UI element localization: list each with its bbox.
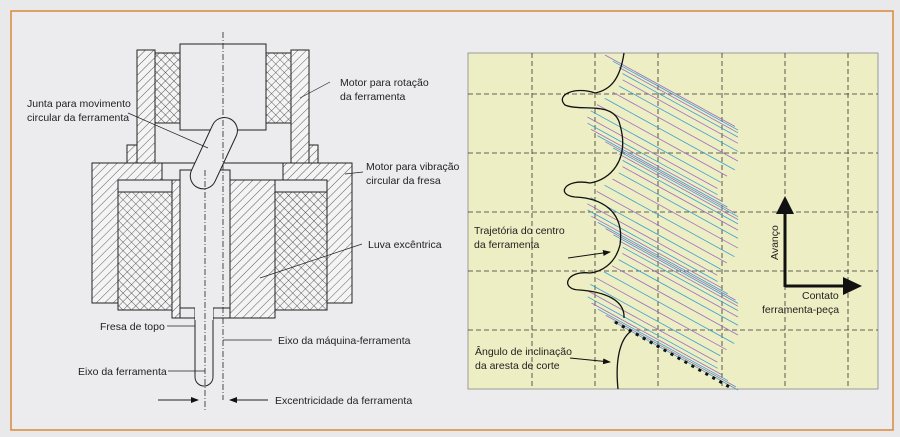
cutting-line xyxy=(605,315,737,388)
label-contato-2: ferramenta-peça xyxy=(762,304,839,316)
cutting-line xyxy=(587,296,718,369)
cutting-line xyxy=(613,234,739,304)
cutting-edge-dotted xyxy=(614,320,734,391)
spindle-cross-section xyxy=(91,32,364,410)
cutting-lines xyxy=(587,54,739,391)
label-motor-rotacao-2: da ferramenta xyxy=(340,91,406,103)
cutting-line xyxy=(612,147,739,218)
cutting-line xyxy=(604,271,735,344)
cutting-line xyxy=(604,98,736,171)
cutting-line xyxy=(596,104,728,177)
cutting-line xyxy=(597,135,728,208)
cutting-line xyxy=(596,277,727,351)
cutting-line xyxy=(597,222,728,295)
label-trajetoria-1: Trajetória do centro xyxy=(474,225,565,237)
cutting-line xyxy=(587,116,718,189)
cutting-line xyxy=(622,73,739,138)
cutting-line xyxy=(612,60,739,131)
label-junta-2: circular da ferramenta xyxy=(27,112,129,124)
cutting-line xyxy=(605,228,736,301)
joint-icon xyxy=(189,117,238,190)
cutting-line xyxy=(604,184,735,258)
cutting-line xyxy=(587,122,718,196)
cutting-line xyxy=(587,209,718,282)
cutting-line xyxy=(604,54,736,127)
cutting-line xyxy=(618,67,739,134)
label-avanco: Avanço xyxy=(769,225,781,260)
tool-center-trajectory xyxy=(561,52,625,319)
label-junta-1: Junta para movimento xyxy=(27,98,131,110)
label-trajetoria-2: da ferramenta xyxy=(474,239,540,251)
cutting-line xyxy=(597,308,729,382)
label-excentricidade: Excentricidade da ferramenta xyxy=(275,395,412,407)
label-luva: Luva excêntrica xyxy=(368,239,442,251)
cutting-line xyxy=(611,265,739,336)
cutting-line xyxy=(622,79,739,144)
cutting-line xyxy=(618,259,739,326)
cutting-line xyxy=(622,246,739,311)
cutting-line xyxy=(612,91,739,162)
cutting-line xyxy=(590,284,721,357)
cutting-line xyxy=(605,141,736,214)
label-angulo-2: da aresta de corte xyxy=(475,360,560,372)
label-contato-1: Contato xyxy=(802,290,839,302)
left-labels: Motor para rotação da ferramenta Junta p… xyxy=(27,77,460,407)
right-labels: Trajetória do centro da ferramenta Ângul… xyxy=(474,225,839,372)
cutting-line xyxy=(622,166,739,231)
label-fresa: Fresa de topo xyxy=(100,321,165,333)
cutting-line xyxy=(619,153,739,220)
cutting-line xyxy=(612,178,739,249)
cutting-line xyxy=(618,85,739,152)
cutting-line xyxy=(587,203,718,276)
cutting-line xyxy=(587,290,718,363)
cutting-line xyxy=(613,321,739,391)
label-motor-rotacao-1: Motor para rotação xyxy=(340,77,429,89)
cutting-line xyxy=(591,302,722,375)
trajectory-plot xyxy=(467,52,879,391)
label-eixo-ferramenta: Eixo da ferramenta xyxy=(78,366,167,378)
label-motor-vibracao-1: Motor para vibração xyxy=(366,161,460,173)
cutting-line xyxy=(591,215,722,289)
cutting-line xyxy=(590,197,721,270)
cutting-line xyxy=(618,172,739,239)
cutting-line xyxy=(622,160,739,225)
cutting-line xyxy=(590,129,722,202)
label-motor-vibracao-2: circular da fresa xyxy=(366,175,441,187)
cutting-line xyxy=(622,253,739,318)
label-angulo-1: Ângulo de inclinação xyxy=(475,345,572,358)
cutting-line xyxy=(596,191,727,264)
label-eixo-maquina: Eixo da máquina-ferramenta xyxy=(278,335,411,347)
cutting-line xyxy=(590,110,721,183)
cutting-line xyxy=(619,240,739,307)
